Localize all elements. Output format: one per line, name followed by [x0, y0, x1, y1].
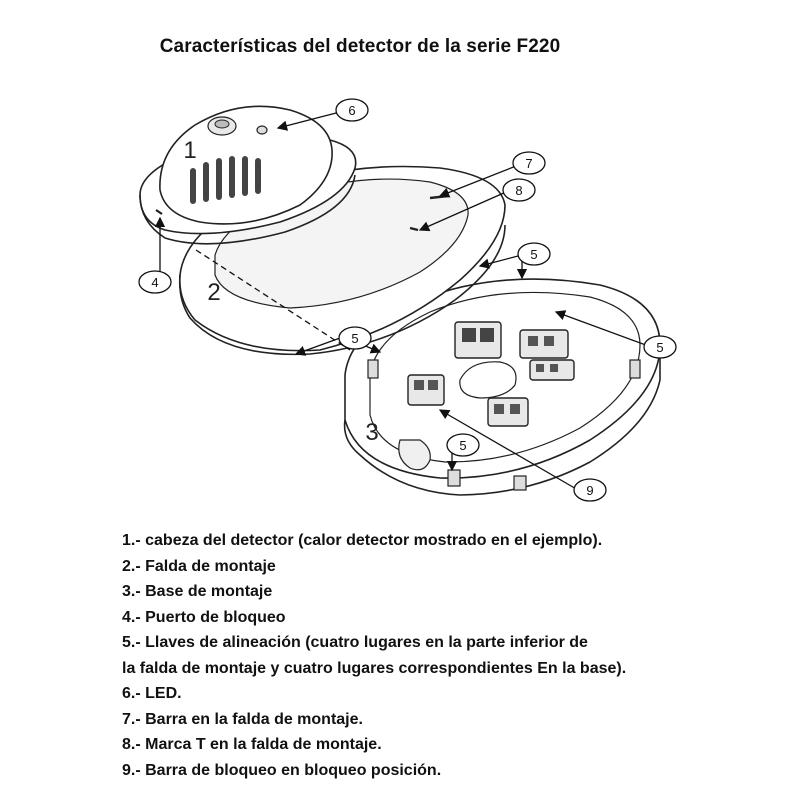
exploded-view-diagram: 6 7 8 4 5 5 5 5 9 1 2 3 — [138, 98, 677, 502]
callout-7: 7 — [525, 156, 532, 171]
legend-item-6: 6.- LED. — [122, 685, 182, 702]
callout-leaders — [154, 111, 655, 491]
callout-5-base-left: 5 — [351, 331, 358, 346]
legend-item-7: 7.- Barra en la falda de montaje. — [122, 710, 363, 728]
callout-8: 8 — [515, 183, 522, 198]
part-label-1: 1 — [183, 137, 196, 164]
legend: 1.- cabeza del detector (calor detector … — [122, 528, 762, 783]
legend-item-1: 1.- cabeza del detector (calor detector … — [122, 532, 603, 549]
legend-item-5-continued: la falda de montaje y cuatro lugares cor… — [122, 659, 627, 677]
diagram-title: Características del detector de la serie… — [159, 36, 561, 57]
part-label-2: 2 — [207, 279, 220, 306]
legend-item-4: 4.- Puerto de bloqueo — [122, 608, 286, 626]
part-label-3: 3 — [365, 419, 378, 446]
callout-4: 4 — [151, 275, 158, 290]
legend-item-5: 5.- Llaves de alineación (cuatro lugares… — [122, 634, 588, 651]
callout-6: 6 — [348, 103, 355, 118]
callout-5-base-bottom: 5 — [459, 438, 466, 453]
callout-5-skirt: 5 — [530, 247, 537, 262]
detector-head — [139, 105, 357, 245]
callout-5-base-right: 5 — [656, 340, 663, 355]
alignment-guide-line — [195, 249, 351, 351]
legend-item-8: 8.- Marca T en la falda de montaje. — [122, 736, 382, 753]
mounting-base — [343, 278, 661, 496]
legend-item-9: 9.- Barra de bloqueo en bloqueo posición… — [122, 761, 442, 779]
legend-item-2: 2.- Falda de montaje — [122, 557, 276, 575]
legend-item-3: 3.- Base de montaje — [122, 583, 273, 600]
callout-9: 9 — [586, 483, 593, 498]
